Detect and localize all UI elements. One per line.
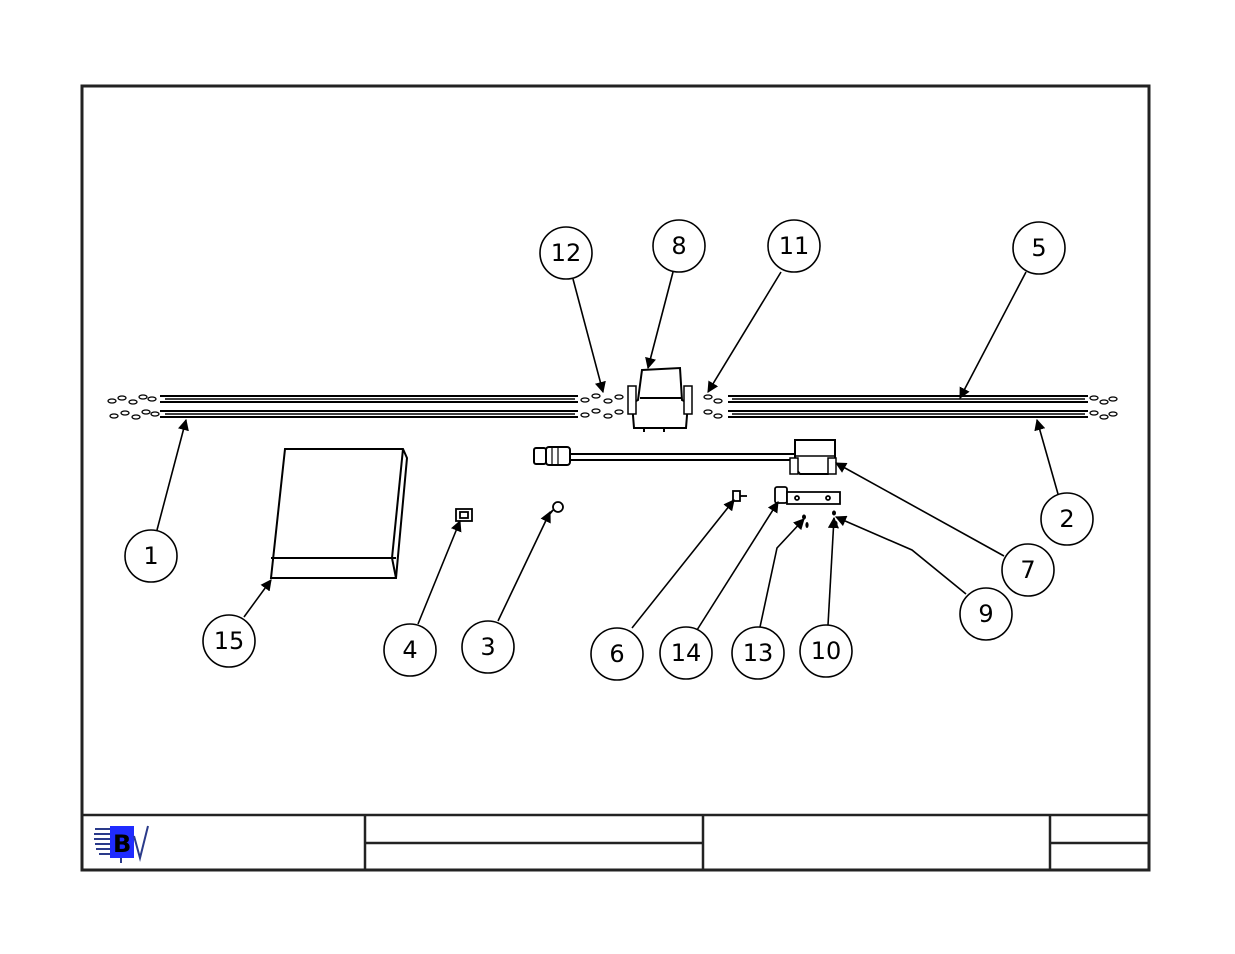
leader-8 — [648, 272, 673, 368]
part-5-right-rods — [704, 395, 1117, 419]
balloon-15-label: 15 — [214, 627, 245, 655]
balloon-15: 15 — [203, 615, 255, 667]
balloon-8: 8 — [653, 220, 705, 272]
balloon-7: 7 — [1002, 544, 1054, 596]
balloon-1: 1 — [125, 530, 177, 582]
part-7-cable-box — [534, 440, 836, 474]
balloon-2-label: 2 — [1059, 505, 1074, 533]
leader-1 — [157, 420, 186, 530]
leader-13 — [760, 519, 804, 627]
part-1-left-rods — [108, 394, 623, 419]
balloon-13-label: 13 — [743, 639, 774, 667]
balloon-9: 9 — [960, 588, 1012, 640]
balloon-1-label: 1 — [143, 542, 158, 570]
balloon-11-label: 11 — [779, 232, 810, 260]
leader-15 — [244, 580, 271, 617]
balloon-4: 4 — [384, 624, 436, 676]
logo-letter: B — [113, 830, 131, 858]
balloon-5: 5 — [1013, 222, 1065, 274]
part-4-square-nut — [456, 509, 472, 521]
balloon-8-label: 8 — [671, 232, 686, 260]
leader-2 — [1037, 420, 1058, 494]
part-8-center-housing — [628, 368, 692, 432]
part-15-box — [271, 449, 407, 578]
balloon-13: 13 — [732, 627, 784, 679]
balloon-4-label: 4 — [402, 636, 417, 664]
title-block — [82, 815, 1149, 870]
balloon-14-label: 14 — [671, 639, 702, 667]
balloon-9-label: 9 — [978, 600, 993, 628]
leader-9 — [836, 517, 966, 594]
company-logo: B — [94, 826, 148, 863]
part-3-fitting — [548, 502, 563, 516]
balloon-6-label: 6 — [609, 640, 624, 668]
balloon-3: 3 — [462, 621, 514, 673]
balloon-10-label: 10 — [811, 637, 842, 665]
balloon-5-label: 5 — [1031, 234, 1046, 262]
drawing-border — [82, 86, 1149, 870]
balloon-11: 11 — [768, 220, 820, 272]
leader-14 — [697, 502, 778, 630]
leader-11 — [708, 272, 781, 392]
part-6-screw — [733, 491, 747, 501]
balloon-3-label: 3 — [480, 633, 495, 661]
balloon-7-label: 7 — [1020, 556, 1035, 584]
balloon-12-label: 12 — [551, 239, 582, 267]
leader-3 — [498, 512, 550, 621]
balloon-14: 14 — [660, 627, 712, 679]
balloon-10: 10 — [800, 625, 852, 677]
leader-6 — [632, 500, 734, 628]
part-14-bracket — [775, 487, 840, 504]
balloon-2: 2 — [1041, 493, 1093, 545]
leader-7 — [836, 463, 1004, 556]
leader-5 — [960, 272, 1026, 398]
balloon-12: 12 — [540, 227, 592, 279]
leader-12 — [573, 279, 603, 392]
leader-10 — [828, 518, 834, 625]
balloon-6: 6 — [591, 628, 643, 680]
callout-balloons: 1 2 3 4 5 6 7 8 — [125, 220, 1093, 680]
leader-4 — [418, 521, 460, 624]
